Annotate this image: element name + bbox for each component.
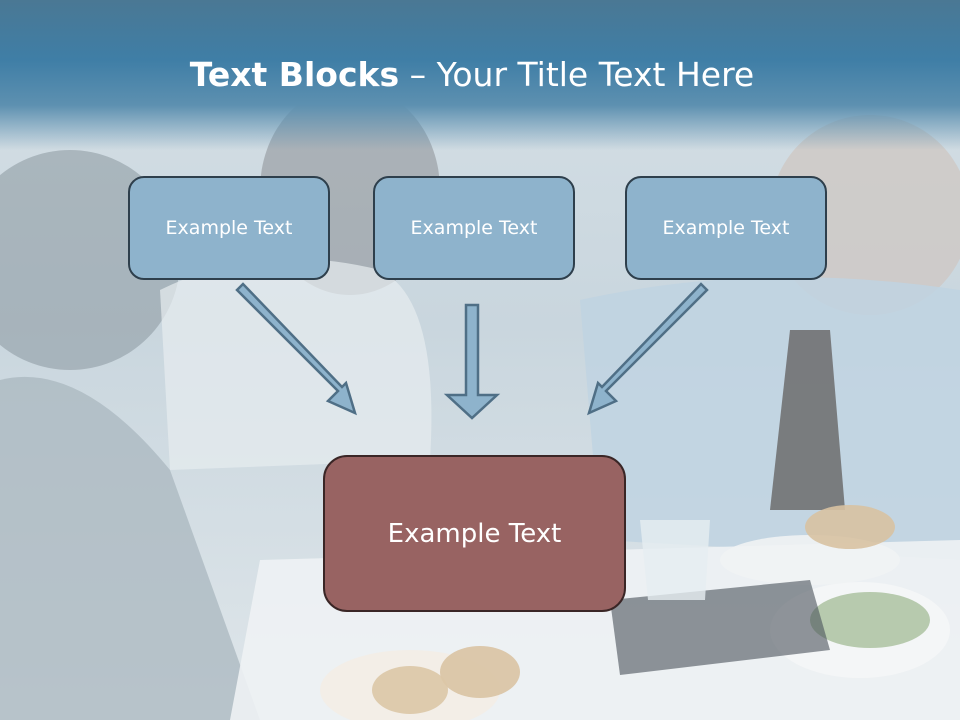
- target-text-block[interactable]: Example Text: [323, 455, 626, 612]
- text-block-3[interactable]: Example Text: [625, 176, 827, 280]
- slide-title[interactable]: Text Blocks – Your Title Text Here: [0, 52, 944, 98]
- title-banner: [0, 0, 960, 150]
- title-bold-text: Text Blocks: [189, 55, 400, 94]
- arrow-center-down-icon: [443, 303, 501, 420]
- title-dash: –: [399, 55, 437, 94]
- text-block-2[interactable]: Example Text: [373, 176, 575, 280]
- text-block-1[interactable]: Example Text: [128, 176, 330, 280]
- arrow-right-diagonal-icon: [587, 282, 709, 416]
- text-block-2-label: Example Text: [410, 217, 538, 239]
- target-text-block-label: Example Text: [387, 518, 562, 549]
- text-block-1-label: Example Text: [165, 217, 293, 239]
- arrow-left-diagonal-icon: [235, 282, 357, 416]
- title-regular-text: Your Title Text Here: [436, 55, 755, 94]
- text-block-3-label: Example Text: [662, 217, 790, 239]
